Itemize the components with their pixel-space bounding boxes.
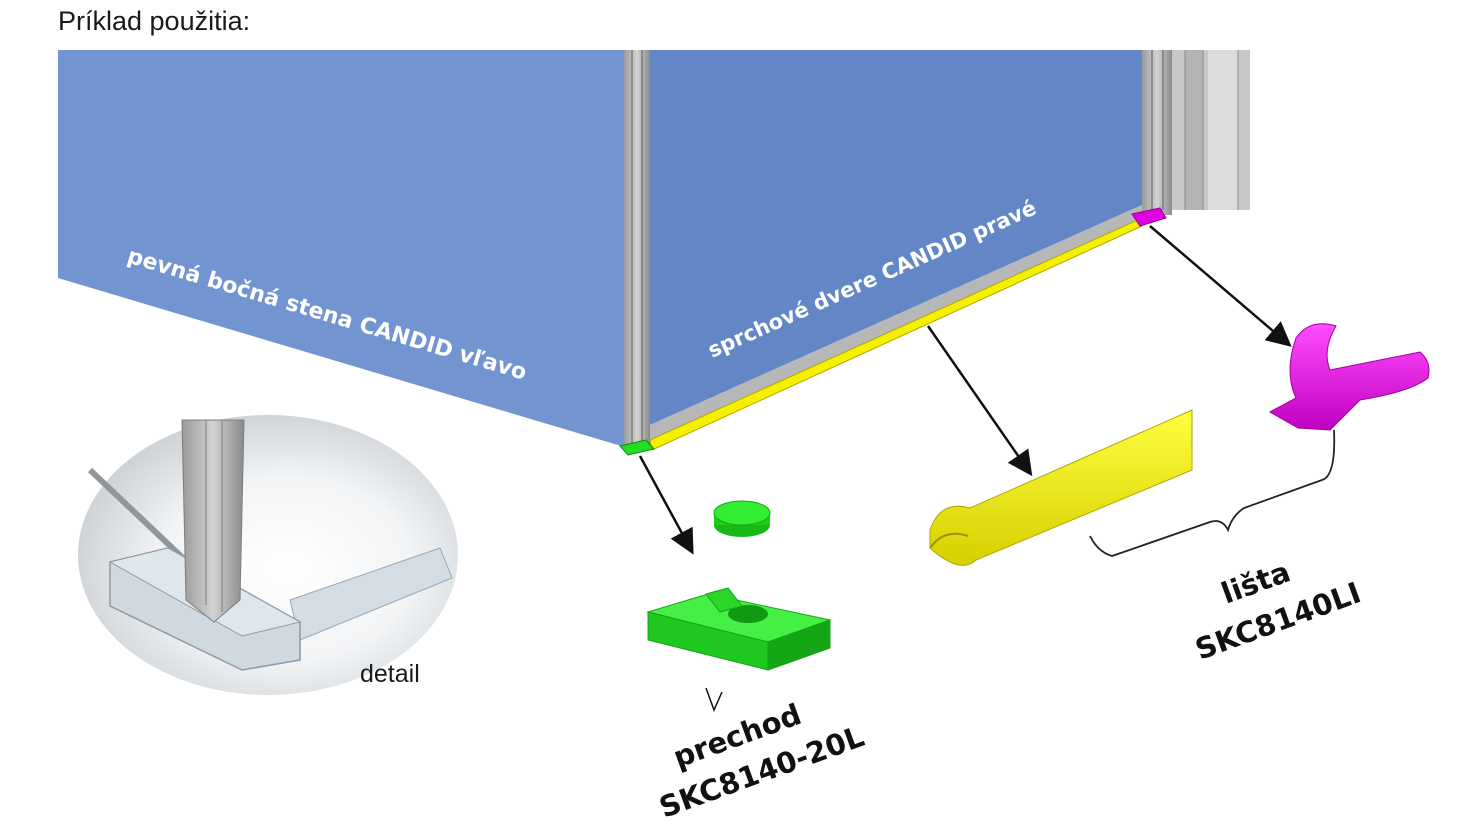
yellow-rail-part — [929, 409, 1193, 566]
door-glass-panel — [650, 50, 1142, 425]
detail-profile — [181, 419, 245, 623]
detail-label: detail — [360, 660, 420, 688]
magenta-cap-installed — [1131, 207, 1167, 227]
side-wall-panel — [58, 50, 628, 448]
door-frame-left — [624, 50, 650, 450]
arrow-transition — [638, 455, 694, 555]
page-title: Príklad použitia: — [58, 6, 251, 36]
magenta-cap-part — [1268, 323, 1430, 431]
lista-brace — [1089, 429, 1336, 557]
green-cap-part — [713, 500, 771, 537]
arrow-transition-label — [705, 687, 723, 713]
green-transition-installed — [619, 439, 655, 456]
door-frame-bottom — [650, 205, 1142, 440]
green-transition-part — [646, 587, 832, 671]
door-frame-right — [1142, 50, 1172, 215]
arrow-cap — [1149, 225, 1292, 347]
arrow-rail — [926, 325, 1033, 477]
